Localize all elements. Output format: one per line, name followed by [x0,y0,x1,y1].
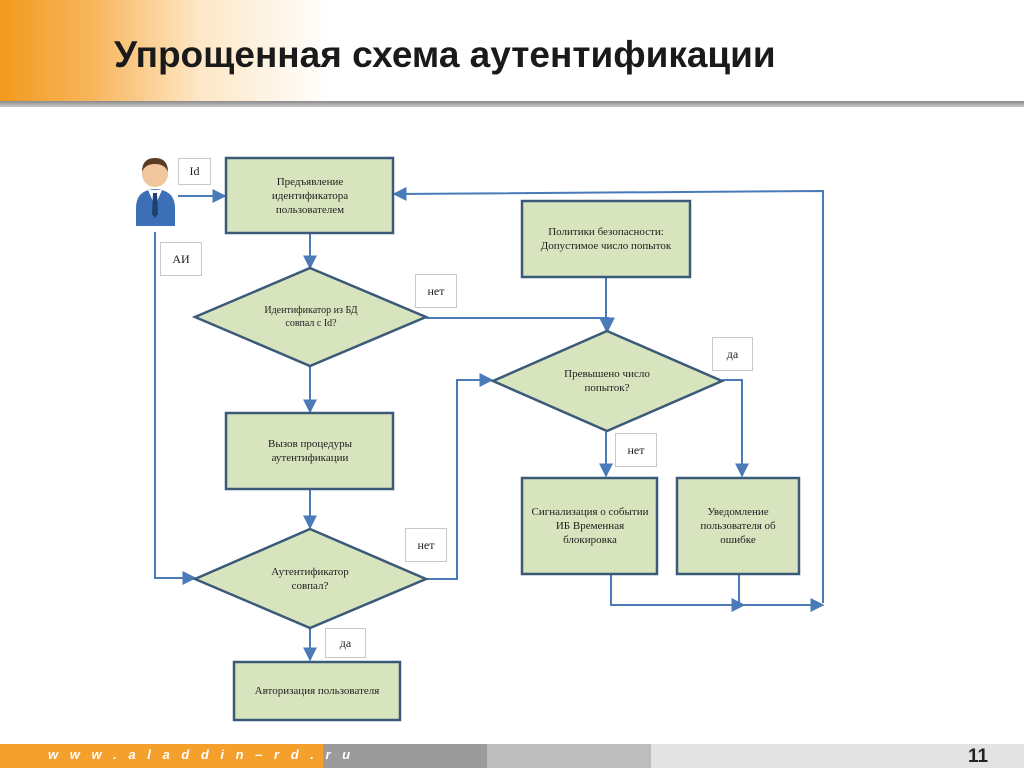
yes-tag-auth: да [325,628,366,658]
id-match-diamond [191,266,430,368]
notify-box [675,476,801,576]
present-id-label: Предъявление идентификатора пользователе… [271,175,349,217]
call-auth-box [224,411,395,491]
authorize-box [232,660,402,722]
footer-url[interactable]: w w w . a l a d d i n – r d . r u [48,747,355,762]
footer-orange [0,744,323,768]
header-band [0,0,1024,104]
notify-label: Уведомление пользователя об ошибке [700,505,776,547]
policy-box [520,199,692,279]
footer-gray-dark [323,744,487,768]
slide-title: Упрощенная схема аутентификации [114,34,776,75]
arrow-loop-back [392,186,824,603]
footer-gray-mid [487,744,651,768]
signal-box [520,476,659,576]
user-icon [136,158,175,226]
call-auth-label: Вызов процедуры аутентификации [268,437,352,464]
policy-label: Политики безопасности: Допустимое число … [540,225,672,252]
id-match-label: Идентификатор из БД совпал с Id? [264,305,358,329]
arrow-authmatch-no [426,373,494,580]
header-divider [0,101,1024,107]
exceeded-diamond [489,329,726,433]
page-number: 11 [967,746,989,767]
ai-tag: АИ [160,242,202,276]
no-tag-exceeded: нет [615,433,657,467]
exceeded-label: Превышено число попыток? [564,367,650,394]
id-tag: Id [178,158,211,185]
yes-tag-exceeded: да [712,337,753,371]
auth-match-label: Аутентификатор совпал? [271,565,349,592]
arrow-user-ai-to-authmatch [154,232,197,585]
footer-gray-light [651,744,1024,768]
arrow-notify-merge [738,575,825,612]
authorize-label: Авторизация пользователя [254,684,380,697]
signal-label: Сигнализация о событии ИБ Временная блок… [531,505,649,547]
arrow-idmatch-no [426,317,615,332]
arrow-exceeded-yes [722,379,749,478]
no-tag-auth: нет [405,528,447,562]
no-tag-id: нет [415,274,457,308]
arrow-signal-merge [610,575,746,612]
auth-match-diamond [191,527,430,630]
present-id-box [224,156,395,235]
